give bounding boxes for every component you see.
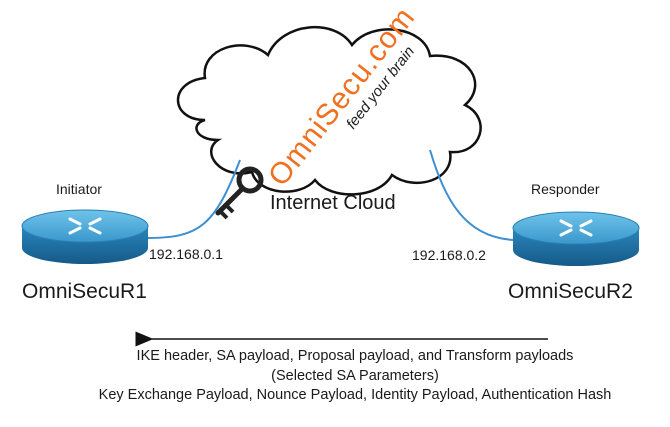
r2-ip: 192.168.0.2 (412, 247, 486, 263)
message-line-3: Key Exchange Payload, Nounce Payload, Id… (98, 387, 612, 403)
cloud-label: Internet Cloud (270, 192, 396, 214)
responder-label: Responder (531, 181, 600, 197)
initiator-label: Initiator (56, 181, 102, 197)
internet-cloud (176, 25, 482, 196)
router-icon (512, 211, 640, 266)
message-line-1: IKE header, SA payload, Proposal payload… (136, 348, 574, 364)
r1-ip: 192.168.0.1 (149, 246, 223, 262)
link-r2-cloud (429, 149, 516, 241)
link-r1-cloud (147, 159, 241, 239)
r1-name: OmniSecuR1 (22, 280, 147, 303)
message-line-2: (Selected SA Parameters) (271, 368, 439, 384)
key-icon (215, 166, 264, 220)
router-icon (21, 209, 149, 264)
r2-name: OmniSecuR2 (508, 280, 633, 303)
cloud-shape (176, 25, 482, 196)
